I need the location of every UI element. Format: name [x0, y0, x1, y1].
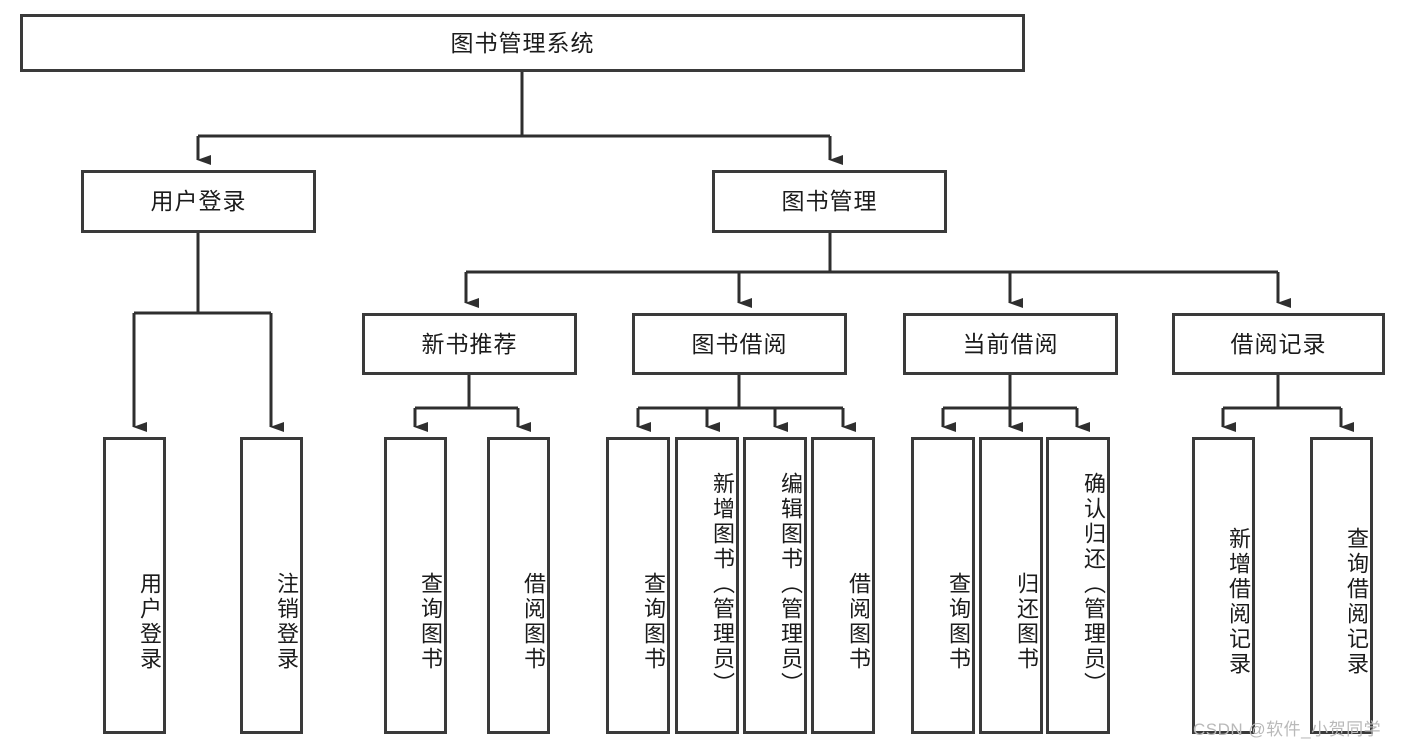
leaf-query-borrow-record[interactable]: 查询借阅记录 — [1310, 437, 1373, 734]
node-label: 用户登录 — [150, 188, 247, 215]
node-label: 用户登录 — [137, 571, 162, 672]
node-label: 归还图书 — [1014, 571, 1039, 672]
node-user-login[interactable]: 用户登录 — [81, 170, 316, 233]
node-label: 借阅记录 — [1230, 330, 1327, 357]
leaf-add-book-admin[interactable]: 新增图书（管理员） — [675, 437, 739, 734]
node-current-borrow[interactable]: 当前借阅 — [903, 313, 1118, 375]
node-label: 查询图书 — [418, 571, 443, 672]
node-label: 查询图书 — [641, 571, 666, 672]
leaf-borrow-books-borrow[interactable]: 借阅图书 — [811, 437, 875, 734]
leaf-edit-book-admin[interactable]: 编辑图书（管理员） — [743, 437, 807, 734]
node-label: 注销登录 — [274, 571, 299, 672]
node-label: 借阅图书 — [846, 571, 871, 672]
leaf-confirm-return-admin[interactable]: 确认归还（管理员） — [1046, 437, 1110, 734]
node-label: 新增图书（管理员） — [710, 472, 735, 697]
leaf-user-login[interactable]: 用户登录 — [103, 437, 166, 734]
node-label: 新书推荐 — [421, 330, 518, 357]
node-label: 新增借阅记录 — [1226, 526, 1251, 677]
leaf-return-books[interactable]: 归还图书 — [979, 437, 1043, 734]
leaf-query-books-current[interactable]: 查询图书 — [911, 437, 975, 734]
node-label: 图书借阅 — [691, 330, 788, 357]
leaf-borrow-books-recommend[interactable]: 借阅图书 — [487, 437, 550, 734]
leaf-logout-login[interactable]: 注销登录 — [240, 437, 303, 734]
node-label: 查询借阅记录 — [1344, 526, 1369, 677]
node-label: 确认归还（管理员） — [1081, 472, 1106, 697]
node-label: 查询图书 — [946, 571, 971, 672]
node-label: 图书管理系统 — [450, 29, 595, 56]
node-label: 编辑图书（管理员） — [778, 472, 803, 697]
watermark-credit: CSDN @软件_小贺同学 — [1193, 720, 1382, 739]
node-borrow-record[interactable]: 借阅记录 — [1172, 313, 1385, 375]
node-label: 图书管理 — [781, 188, 878, 215]
node-label: 借阅图书 — [521, 571, 546, 672]
node-book-borrow[interactable]: 图书借阅 — [632, 313, 847, 375]
leaf-add-borrow-record[interactable]: 新增借阅记录 — [1192, 437, 1255, 734]
node-new-book-recommend[interactable]: 新书推荐 — [362, 313, 577, 375]
leaf-query-books-recommend[interactable]: 查询图书 — [384, 437, 447, 734]
node-label: 当前借阅 — [962, 330, 1059, 357]
node-book-management[interactable]: 图书管理 — [712, 170, 947, 233]
node-root-book-management-system[interactable]: 图书管理系统 — [20, 14, 1025, 72]
leaf-query-books-borrow[interactable]: 查询图书 — [606, 437, 670, 734]
